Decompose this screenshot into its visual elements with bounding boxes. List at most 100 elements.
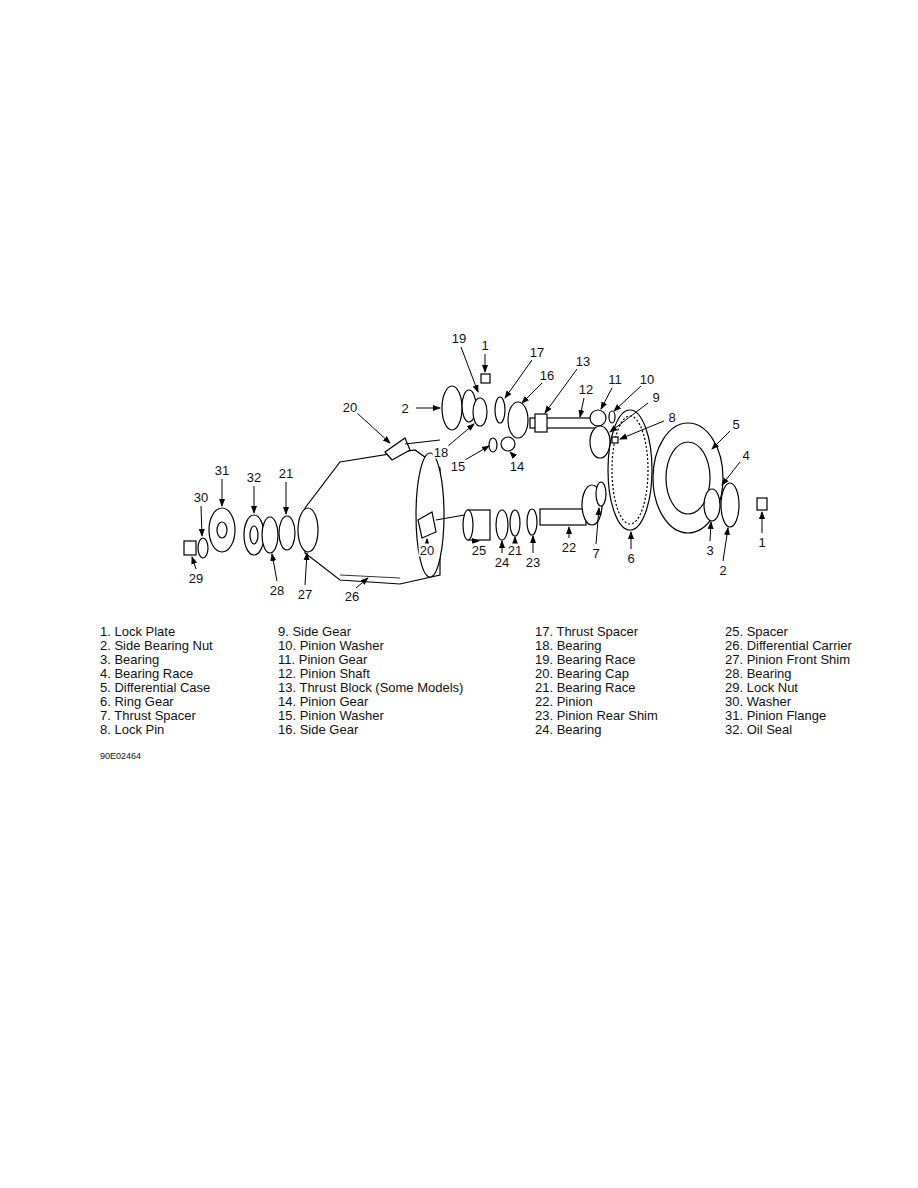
side-gear xyxy=(508,402,528,438)
leader-line xyxy=(510,452,515,457)
oil-seal xyxy=(244,515,264,555)
leader-line xyxy=(569,527,570,538)
parts-list-item: 24. Bearing xyxy=(535,723,602,736)
callout-number: 13 xyxy=(575,355,591,368)
lock-plate xyxy=(481,374,490,383)
callout-number: 6 xyxy=(626,552,635,565)
carrier-flange xyxy=(416,453,444,577)
carrier-neck xyxy=(298,508,318,552)
callout-number: 12 xyxy=(578,383,594,396)
parts-list-item: 30. Washer xyxy=(725,695,791,708)
parts-list-item: 7. Thrust Spacer xyxy=(100,709,196,722)
leader-line xyxy=(580,398,584,417)
parts-list-item: 29. Lock Nut xyxy=(725,681,798,694)
spacer-end xyxy=(463,510,473,540)
parts-list-item: 3. Bearing xyxy=(100,653,159,666)
callout-number: 9 xyxy=(651,391,660,404)
leader-line xyxy=(427,539,428,541)
side-gear xyxy=(590,426,610,458)
leader-line xyxy=(416,408,440,409)
parts-list-item: 10. Pinion Washer xyxy=(278,639,384,652)
callout-number: 24 xyxy=(494,556,510,569)
callout-number: 2 xyxy=(718,564,727,577)
parts-list-item: 15. Pinion Washer xyxy=(278,709,384,722)
callout-number: 18 xyxy=(433,446,449,459)
callout-number: 22 xyxy=(561,541,577,554)
parts-list-item: 5. Differential Case xyxy=(100,681,210,694)
pinion-gear xyxy=(501,437,515,451)
bearing-race xyxy=(510,510,520,536)
parts-list-item: 14. Pinion Gear xyxy=(278,695,368,708)
leader-line xyxy=(286,482,287,514)
callout-number: 20 xyxy=(419,544,435,557)
parts-list-item: 31. Pinion Flange xyxy=(725,709,826,722)
callout-number: 14 xyxy=(509,460,525,473)
parts-list-item: 1. Lock Plate xyxy=(100,625,175,638)
side-bearing-nut xyxy=(442,386,462,430)
leader-line xyxy=(620,421,664,439)
leader-line xyxy=(712,431,730,449)
leader-line xyxy=(461,347,478,392)
washer xyxy=(198,538,208,558)
parts-list-item: 19. Bearing Race xyxy=(535,653,635,666)
housing-edge xyxy=(340,575,400,578)
callout-number: 20 xyxy=(342,401,358,414)
parts-list-item: 4. Bearing Race xyxy=(100,667,193,680)
thrust-block xyxy=(535,414,547,432)
leader-line xyxy=(222,479,223,506)
leader-line xyxy=(533,536,534,553)
callout-number: 28 xyxy=(269,584,285,597)
leader-line xyxy=(357,413,390,443)
parts-list-item: 12. Pinion Shaft xyxy=(278,667,370,680)
leader-line xyxy=(596,508,599,544)
differential-case xyxy=(653,423,723,533)
callout-number: 15 xyxy=(450,460,466,473)
parts-list-item: 22. Pinion xyxy=(535,695,593,708)
parts-list-item: 23. Pinion Rear Shim xyxy=(535,709,658,722)
callout-number: 21 xyxy=(278,467,294,480)
callout-number: 19 xyxy=(451,332,467,345)
leader-line xyxy=(601,388,612,409)
leader-line xyxy=(201,506,202,536)
leader-line xyxy=(614,386,641,411)
pinion-rear-shim xyxy=(527,509,537,535)
pinion-shaft xyxy=(540,509,586,525)
leader-line xyxy=(192,557,196,569)
parts-list-item: 18. Bearing xyxy=(535,639,602,652)
callout-number: 31 xyxy=(214,464,230,477)
parts-list-item: 21. Bearing Race xyxy=(535,681,635,694)
leader-line xyxy=(485,354,486,372)
pinion-washer xyxy=(489,438,497,452)
parts-list-item: 8. Lock Pin xyxy=(100,723,164,736)
callout-number: 3 xyxy=(705,544,714,557)
leader-line xyxy=(305,553,307,585)
callout-number: 32 xyxy=(246,471,262,484)
parts-list-item: 2. Side Bearing Nut xyxy=(100,639,213,652)
leader-line xyxy=(515,537,516,541)
leader-line xyxy=(631,532,632,549)
leader-line xyxy=(272,554,277,581)
bearing xyxy=(473,398,487,426)
figure-code: 90E02464 xyxy=(100,752,141,761)
parts-list-item: 17. Thrust Spacer xyxy=(535,625,638,638)
parts-list-item: 11. Pinion Gear xyxy=(278,653,367,666)
bearing xyxy=(262,517,278,553)
callout-number: 5 xyxy=(731,418,740,431)
leader-line xyxy=(356,578,368,588)
callout-number: 26 xyxy=(344,590,360,603)
parts-list-item: 32. Oil Seal xyxy=(725,723,792,736)
pinion-flange xyxy=(209,508,235,552)
bearing xyxy=(496,510,508,540)
leader-line xyxy=(722,462,740,485)
thrust-spacer xyxy=(596,482,606,506)
callout-number: 27 xyxy=(297,588,313,601)
callout-number: 4 xyxy=(741,449,750,462)
oil-seal-bore xyxy=(250,526,258,544)
thrust-spacer xyxy=(495,397,505,423)
leader-line xyxy=(762,512,763,533)
bearing-race xyxy=(279,516,295,550)
case-hub xyxy=(666,442,710,514)
parts-list-item: 20. Bearing Cap xyxy=(535,667,629,680)
